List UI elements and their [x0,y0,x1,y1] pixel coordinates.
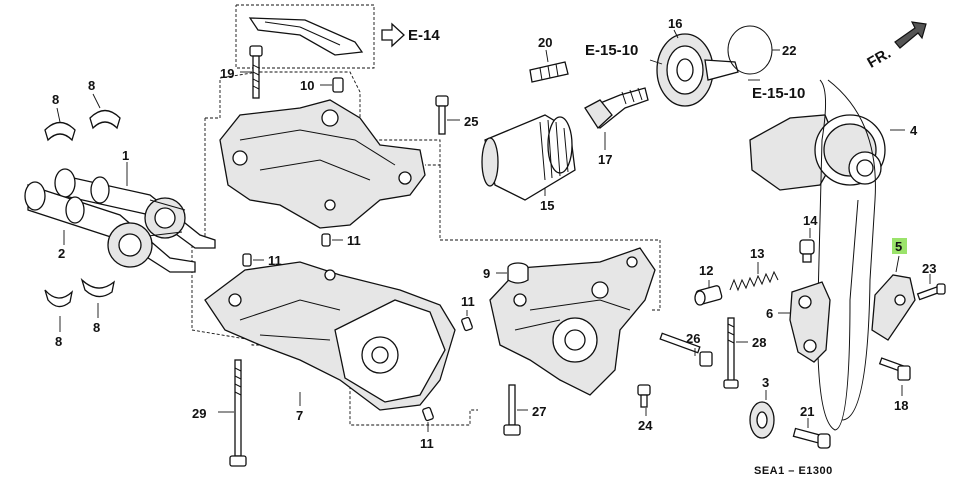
callout-21: 21 [800,404,814,419]
front-arrow [894,21,927,49]
oil-pump-body [489,247,656,396]
callout-7: 7 [296,408,303,423]
ref-e14: E-14 [408,27,440,44]
pump-dashed-box [439,165,661,311]
dowel-pin-left [242,253,252,267]
callout-27: 27 [532,404,546,419]
bearing-half-bottom-right [80,277,115,298]
bearing-half-bottom-left [44,289,74,308]
part-24-bolt [637,384,651,408]
callout-8d: 8 [55,334,62,349]
e14-arrow [381,22,405,48]
balancer-dashed-box-top [205,71,441,166]
dowel-pin-bottom [422,406,434,422]
ref-e1510-right: E-15-10 [752,85,805,102]
balance-shaft-upper [54,168,216,249]
callout-25: 25 [464,114,478,129]
callout-8a: 8 [52,92,59,107]
balance-housing-upper [219,99,426,229]
part-5-chain-guide [871,274,916,341]
balance-housing-lower [204,261,456,411]
part-13-spring [729,270,779,292]
callout-8c: 8 [93,320,100,335]
part-29-bolt [229,359,247,467]
callout-15: 15 [540,198,554,213]
timing-chain [817,79,876,431]
callout-22: 22 [782,43,796,58]
callout-24: 24 [638,418,653,433]
callout-29: 29 [192,406,206,421]
ref-front: FR. [864,45,893,72]
callout-11a: 11 [347,233,361,248]
callout-13: 13 [750,246,764,261]
callout-14: 14 [803,213,818,228]
part-18-bolt [878,357,911,381]
ref-e1510-left: E-15-10 [585,42,638,59]
callout-5-highlight [892,238,907,254]
callout-18: 18 [894,398,908,413]
diagram-code: SEA1 – E1300 [754,465,833,477]
part-21-bolt [792,427,831,449]
callout-3: 3 [762,375,769,390]
callout-10: 10 [300,78,314,93]
callout-6: 6 [766,306,773,321]
part-25-bolt [435,95,449,135]
part-14-bolt [799,239,815,263]
part-20-nipple [529,61,569,83]
dowel-pin-right [461,316,473,332]
callout-8b: 8 [88,78,95,93]
callout-4: 4 [910,123,918,138]
part-28-stud [723,317,739,389]
part-12-sleeve [694,285,723,306]
callout-11c: 11 [461,294,475,309]
part-3-crank-sprocket [749,401,775,439]
callout-26: 26 [686,331,700,346]
part-9-collar [507,262,529,284]
part-6-tensioner [789,281,831,363]
part-15-oil-filter [481,114,576,201]
callout-28: 28 [752,335,766,350]
bearing-half-top-left [44,121,76,142]
callout-12: 12 [699,263,713,278]
upper-plate [248,17,364,56]
part-27-bolt [503,384,521,436]
callout-1: 1 [122,148,129,163]
callout-16: 16 [668,16,682,31]
callout-17: 17 [598,152,612,167]
dowel-pin-top [321,233,331,247]
balance-shaft-lower [24,181,196,273]
callout-19: 19 [220,66,234,81]
part-17-stud [584,87,649,130]
callout-9: 9 [483,266,490,281]
callout-11d: 11 [420,436,434,451]
part-22-o-ring [727,25,773,75]
part-19-bolt [249,45,263,99]
part-26-bolt [659,332,713,367]
callout-23: 23 [922,261,936,276]
callout-20: 20 [538,35,552,50]
part-10-dowel [332,77,344,93]
callout-2: 2 [58,246,65,261]
callout-11b: 11 [268,253,282,268]
upper-dashed-box [235,4,375,69]
callout-5: 5 [895,239,902,254]
part-16-oil-cooler [656,33,739,107]
bearing-half-top-right [89,109,121,130]
part-4-sprocket-assembly [749,114,886,191]
part-23-bolt [916,283,946,301]
